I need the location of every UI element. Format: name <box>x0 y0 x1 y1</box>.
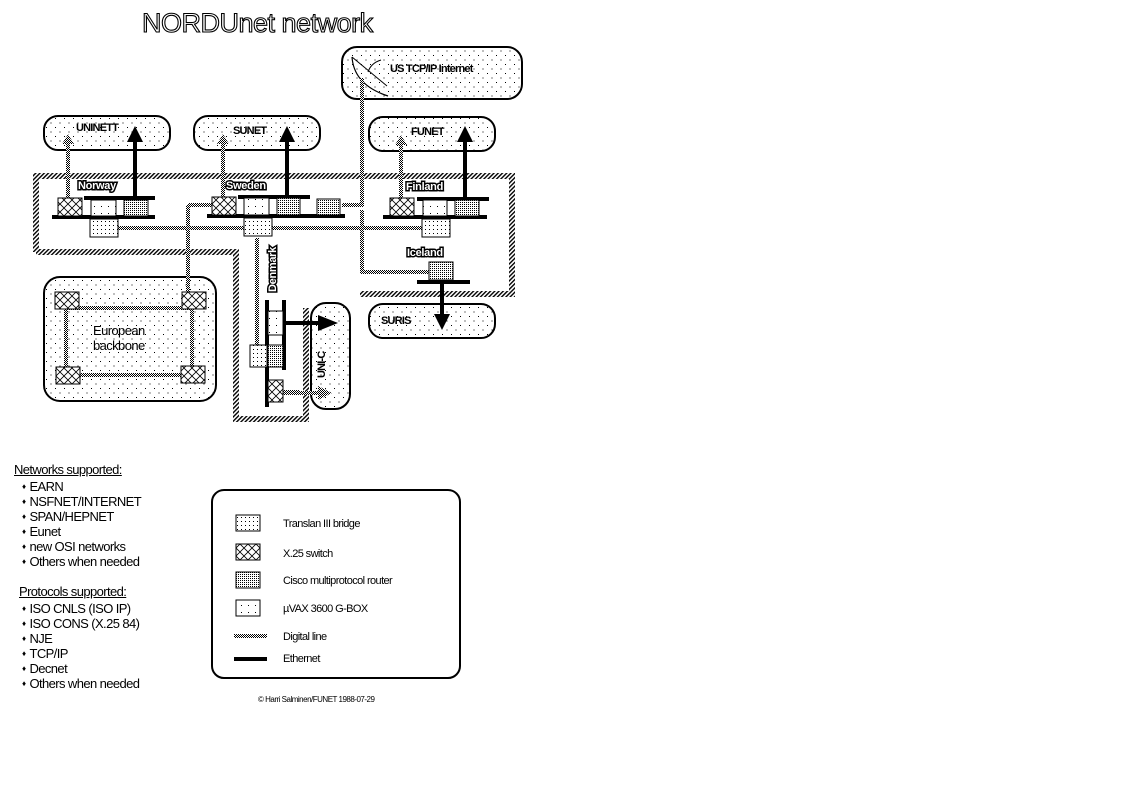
funet-label: FUNET <box>411 126 445 138</box>
networks-list: EARN NSFNET/INTERNET SPAN/HEPNET Eunet n… <box>14 479 204 569</box>
x25-switch-icon <box>235 543 261 561</box>
protocols-heading: Protocols supported: <box>19 584 127 599</box>
sweden-gbox-icon <box>243 197 270 216</box>
denmark-x25-switch-icon <box>267 379 284 403</box>
list-item: new OSI networks <box>22 539 204 554</box>
uninett-label: UNINETT <box>76 122 119 134</box>
us-internet-cloud: US TCP/IP Internet <box>341 46 523 100</box>
suris-cloud: SURIS <box>368 303 496 339</box>
finland-cisco-router-icon <box>454 199 480 217</box>
european-backbone-label-1: European <box>93 323 145 338</box>
finland-gbox-icon <box>422 199 448 217</box>
translan-bridge-icon <box>235 514 261 532</box>
backbone-x25-switch-ne-icon <box>181 291 207 310</box>
backbone-x25-switch-se-icon <box>180 365 206 384</box>
legend-label-x25: X.25 switch <box>283 548 333 560</box>
finland-x25-switch-icon <box>389 197 415 217</box>
legend: Translan III bridge X.25 switch Cisco mu… <box>211 489 461 679</box>
sweden-x25-switch-icon <box>211 196 237 216</box>
iceland-cisco-router-icon <box>428 261 454 281</box>
legend-label-digital: Digital line <box>283 631 327 643</box>
networks-heading: Networks supported: <box>14 462 122 477</box>
country-label-norway: Norway <box>78 180 117 192</box>
unic-label: UNI-C <box>316 351 328 378</box>
sunet-cloud: SUNET <box>193 115 321 151</box>
backbone-x25-switch-nw-icon <box>54 291 80 310</box>
list-item: TCP/IP <box>22 646 204 661</box>
digital-uplinks <box>62 134 407 400</box>
digital-lines <box>33 78 515 422</box>
list-item: NSFNET/INTERNET <box>22 494 204 509</box>
supported-lists: Networks supported: EARN NSFNET/INTERNET… <box>14 462 204 691</box>
sweden-translan-bridge-icon <box>243 217 273 237</box>
sweden-cisco-router-icon <box>276 197 301 216</box>
sunet-label: SUNET <box>233 125 267 137</box>
finland-translan-bridge-icon <box>421 218 451 238</box>
denmark-cisco-router-icon <box>267 344 284 368</box>
legend-label-uvax: µVAX 3600 G-BOX <box>283 603 369 615</box>
list-item: Eunet <box>22 524 204 539</box>
sweden-cisco-router-2-icon <box>316 198 341 216</box>
legend-box <box>211 489 461 679</box>
list-item: NJE <box>22 631 204 646</box>
list-item: Decnet <box>22 661 204 676</box>
diagram-title: NORDUnet network <box>142 8 374 38</box>
list-item: Others when needed <box>22 554 204 569</box>
list-item: ISO CNLS (ISO IP) <box>22 601 204 616</box>
ethernet-lines <box>52 126 489 407</box>
devices <box>54 196 480 403</box>
norway-x25-switch-icon <box>57 197 83 217</box>
denmark-gbox-icon <box>267 310 284 336</box>
list-item: SPAN/HEPNET <box>22 509 204 524</box>
norway-cisco-router-icon <box>123 199 149 217</box>
country-label-sweden: Sweden <box>226 180 266 192</box>
country-label-iceland: Iceland <box>407 247 443 259</box>
country-label-denmark: Denmark <box>267 246 279 292</box>
credit-line: © Harri Salminen/FUNET 1988-07-29 <box>258 695 375 704</box>
legend-label-translan: Translan III bridge <box>283 518 360 530</box>
list-item: EARN <box>22 479 204 494</box>
denmark-translan-bridge-icon <box>249 344 268 368</box>
country-label-finland: Finland <box>406 181 443 193</box>
norway-gbox-icon <box>90 199 117 217</box>
backbone-x25-switch-sw-icon <box>55 366 81 385</box>
legend-label-ethernet: Ethernet <box>283 653 320 665</box>
uninett-cloud: UNINETT <box>43 115 171 151</box>
list-item: ISO CONS (X.25 84) <box>22 616 204 631</box>
european-backbone-label-2: backbone <box>93 338 145 353</box>
us-internet-label: US TCP/IP Internet <box>390 63 474 75</box>
suris-label: SURIS <box>381 315 411 327</box>
protocols-list: ISO CNLS (ISO IP) ISO CONS (X.25 84) NJE… <box>19 601 204 691</box>
uvax-gbox-icon <box>235 599 261 617</box>
list-item: Others when needed <box>22 676 204 691</box>
cisco-router-icon <box>235 571 261 589</box>
norway-translan-bridge-icon <box>89 218 119 238</box>
legend-label-cisco: Cisco multiprotocol router <box>283 575 393 587</box>
funet-cloud: FUNET <box>368 116 496 152</box>
